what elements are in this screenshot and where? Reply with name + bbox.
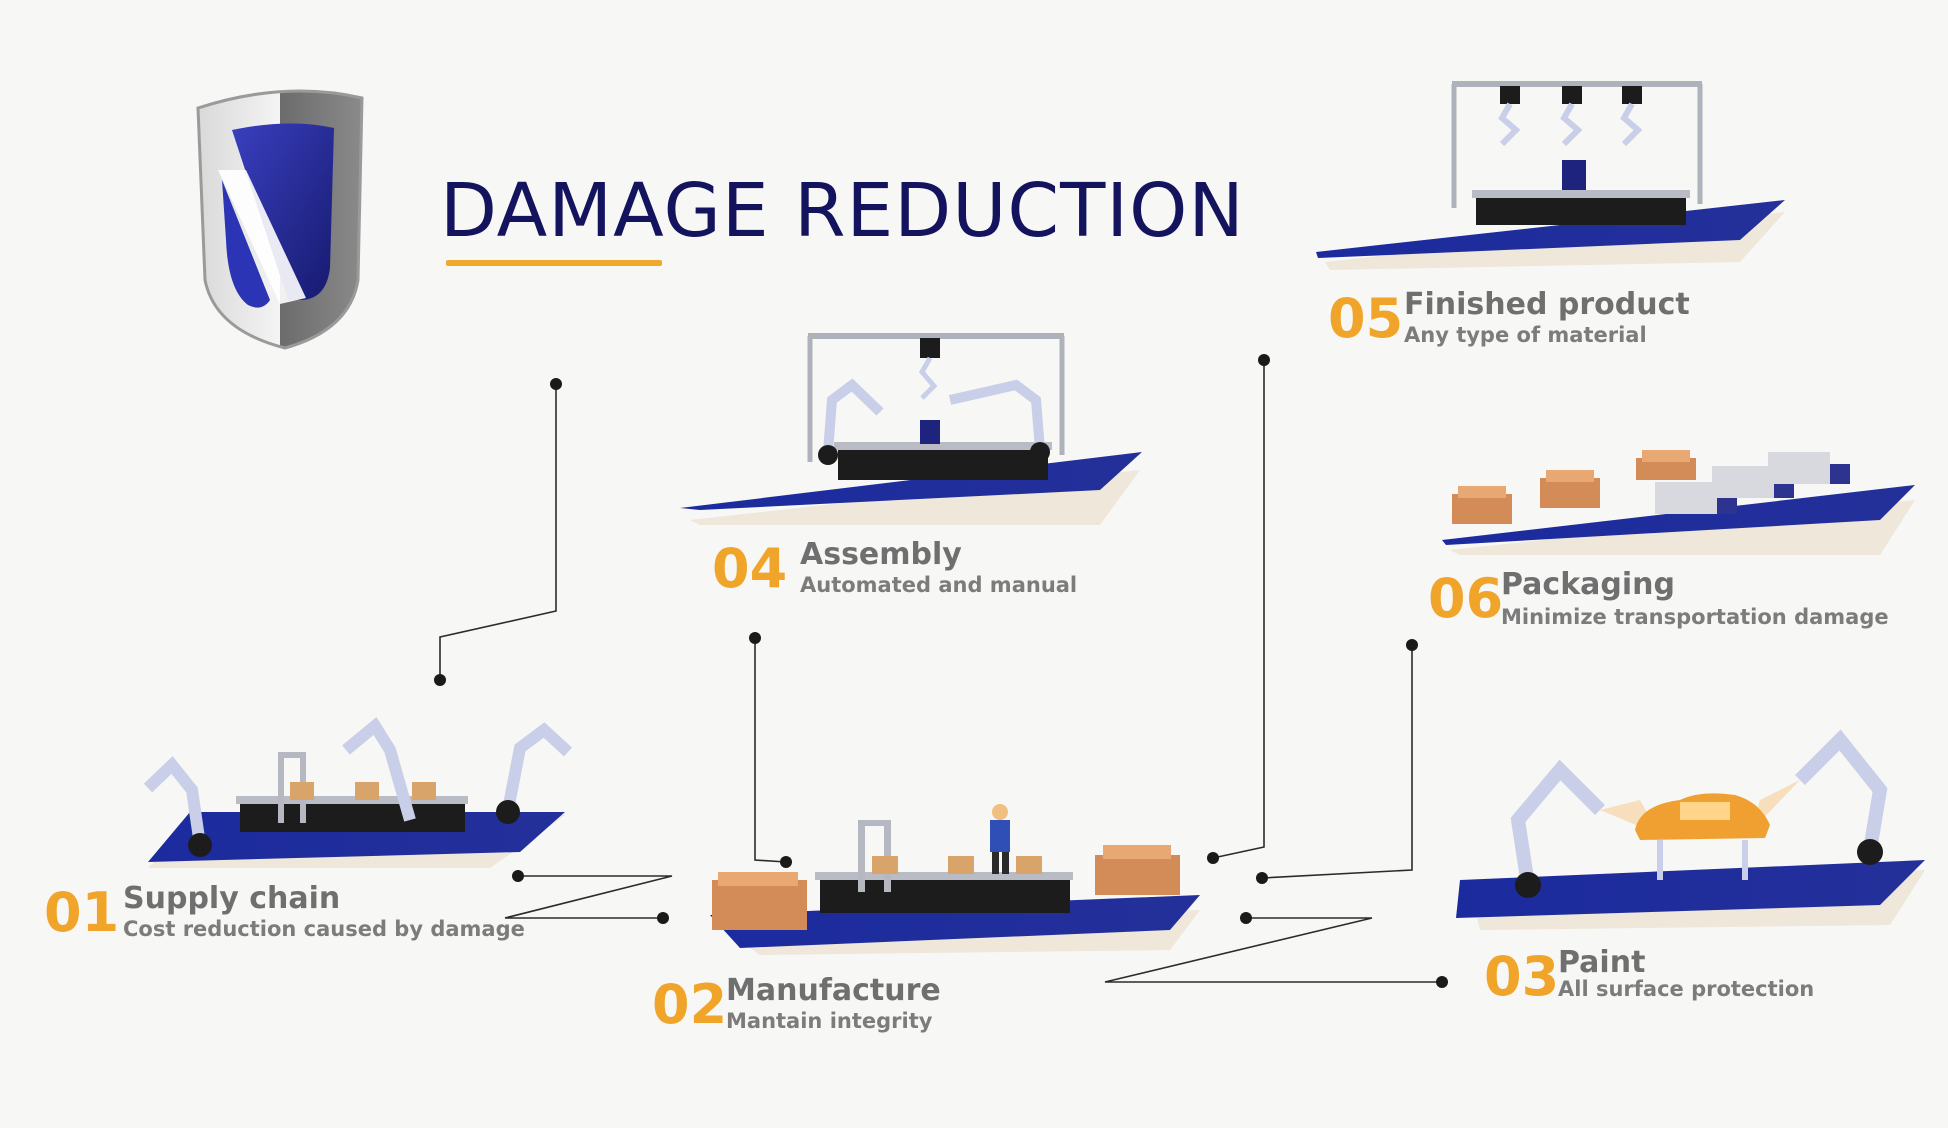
step-description: Minimize transportation damage xyxy=(1501,605,1889,629)
step-name: Supply chain xyxy=(123,881,341,916)
step-description: Automated and manual xyxy=(800,573,1078,597)
assembly-gantry-icon xyxy=(680,333,1142,525)
step-description: Mantain integrity xyxy=(726,1009,933,1033)
connector-supply-top xyxy=(439,384,557,680)
step-name: Paint xyxy=(1558,945,1646,980)
step-description: Any type of material xyxy=(1404,323,1647,347)
conveyor-with-worker-icon xyxy=(710,804,1200,955)
step-number: 05 xyxy=(1328,287,1404,350)
connector-06 xyxy=(1261,645,1413,879)
connector-dots xyxy=(434,354,1448,988)
page-title: DAMAGE REDUCTION xyxy=(440,168,1245,254)
step-number: 02 xyxy=(652,973,728,1036)
shield-logo-icon xyxy=(196,89,364,350)
step-number: 03 xyxy=(1484,945,1560,1008)
connector-05 xyxy=(1212,360,1265,859)
step-number: 06 xyxy=(1428,567,1504,630)
pallets-trucks-icon xyxy=(1442,450,1915,555)
connector-lines xyxy=(439,360,1442,983)
car-paint-robots-icon xyxy=(1456,729,1925,930)
step-name: Assembly xyxy=(800,537,962,572)
connector-02-04 xyxy=(754,638,787,863)
title-underline xyxy=(446,260,662,266)
step-name: Packaging xyxy=(1501,567,1675,602)
connector-01-02 xyxy=(504,875,673,919)
step-description: Cost reduction caused by damage xyxy=(123,917,525,941)
step-number: 01 xyxy=(44,881,120,944)
step-name: Finished product xyxy=(1404,287,1690,322)
step-number: 04 xyxy=(712,537,788,600)
connector-03 xyxy=(1104,917,1442,983)
step-description: All surface protection xyxy=(1558,977,1815,1001)
step-name: Manufacture xyxy=(726,973,941,1008)
gantry-grippers-icon xyxy=(1316,81,1785,270)
robot-arms-conveyor-icon xyxy=(143,717,573,868)
